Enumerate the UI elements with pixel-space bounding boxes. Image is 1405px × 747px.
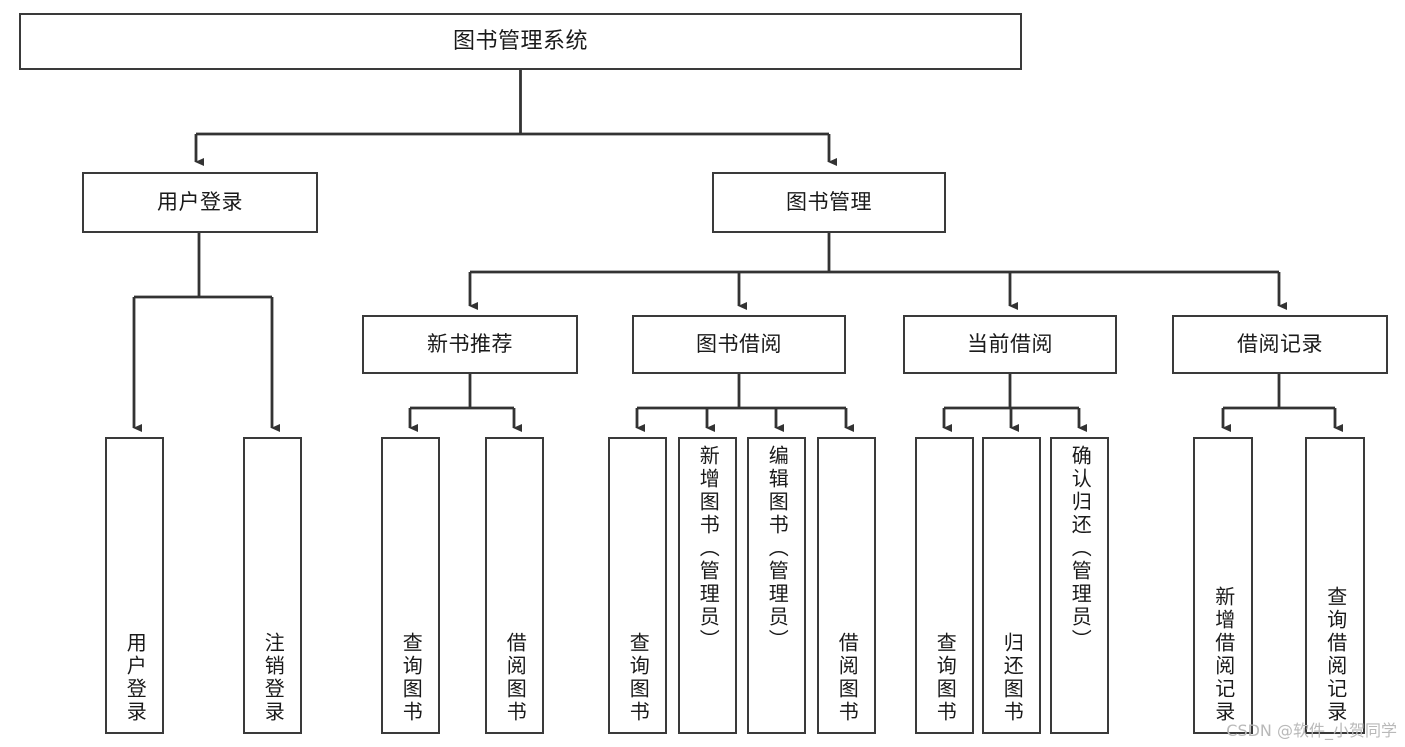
node-new-book-recommend[interactable]: 新书推荐 <box>362 315 578 374</box>
node-label: 借阅图书 <box>835 632 860 724</box>
node-label: 新增借阅记录 <box>1211 586 1236 724</box>
leaf-new-book-borrow-book[interactable]: 借阅图书 <box>485 437 544 734</box>
node-book-borrow[interactable]: 图书借阅 <box>632 315 846 374</box>
node-label: 新书推荐 <box>427 332 513 356</box>
leaf-book-borrow-add-book-admin[interactable]: 新增图书（管理员） <box>678 437 737 734</box>
node-label: 注销登录 <box>261 632 286 724</box>
node-label: 编辑图书（管理员） <box>765 445 790 652</box>
node-label: 当前借阅 <box>967 332 1053 356</box>
node-current-borrow[interactable]: 当前借阅 <box>903 315 1117 374</box>
node-borrow-record[interactable]: 借阅记录 <box>1172 315 1388 374</box>
leaf-user-login-login[interactable]: 用户登录 <box>105 437 164 734</box>
watermark-text: CSDN @软件_小贺同学 <box>1226 721 1397 740</box>
node-label: 查询图书 <box>933 632 958 724</box>
node-label: 归还图书 <box>1000 632 1025 724</box>
leaf-user-login-logout[interactable]: 注销登录 <box>243 437 302 734</box>
leaf-book-borrow-borrow-book[interactable]: 借阅图书 <box>817 437 876 734</box>
node-label: 借阅图书 <box>503 632 528 724</box>
node-root-book-management-system[interactable]: 图书管理系统 <box>19 13 1022 70</box>
node-label: 查询借阅记录 <box>1323 586 1348 724</box>
node-label: 图书管理 <box>786 190 872 214</box>
leaf-current-borrow-confirm-return-admin[interactable]: 确认归还（管理员） <box>1050 437 1109 734</box>
leaf-book-borrow-edit-book-admin[interactable]: 编辑图书（管理员） <box>747 437 806 734</box>
node-label: 查询图书 <box>626 632 651 724</box>
leaf-new-book-query-book[interactable]: 查询图书 <box>381 437 440 734</box>
leaf-current-borrow-query-book[interactable]: 查询图书 <box>915 437 974 734</box>
leaf-book-borrow-query-book[interactable]: 查询图书 <box>608 437 667 734</box>
node-label: 确认归还（管理员） <box>1068 445 1093 652</box>
node-label: 图书借阅 <box>696 332 782 356</box>
node-label: 用户登录 <box>123 632 148 724</box>
node-user-login[interactable]: 用户登录 <box>82 172 318 233</box>
leaf-borrow-record-add-record[interactable]: 新增借阅记录 <box>1193 437 1253 734</box>
leaf-borrow-record-query-record[interactable]: 查询借阅记录 <box>1305 437 1365 734</box>
node-label: 图书管理系统 <box>452 28 588 54</box>
node-label: 借阅记录 <box>1237 332 1323 356</box>
node-label: 用户登录 <box>157 190 243 214</box>
node-label: 查询图书 <box>399 632 424 724</box>
node-label: 新增图书（管理员） <box>696 445 721 652</box>
leaf-current-borrow-return-book[interactable]: 归还图书 <box>982 437 1041 734</box>
node-book-management[interactable]: 图书管理 <box>712 172 946 233</box>
